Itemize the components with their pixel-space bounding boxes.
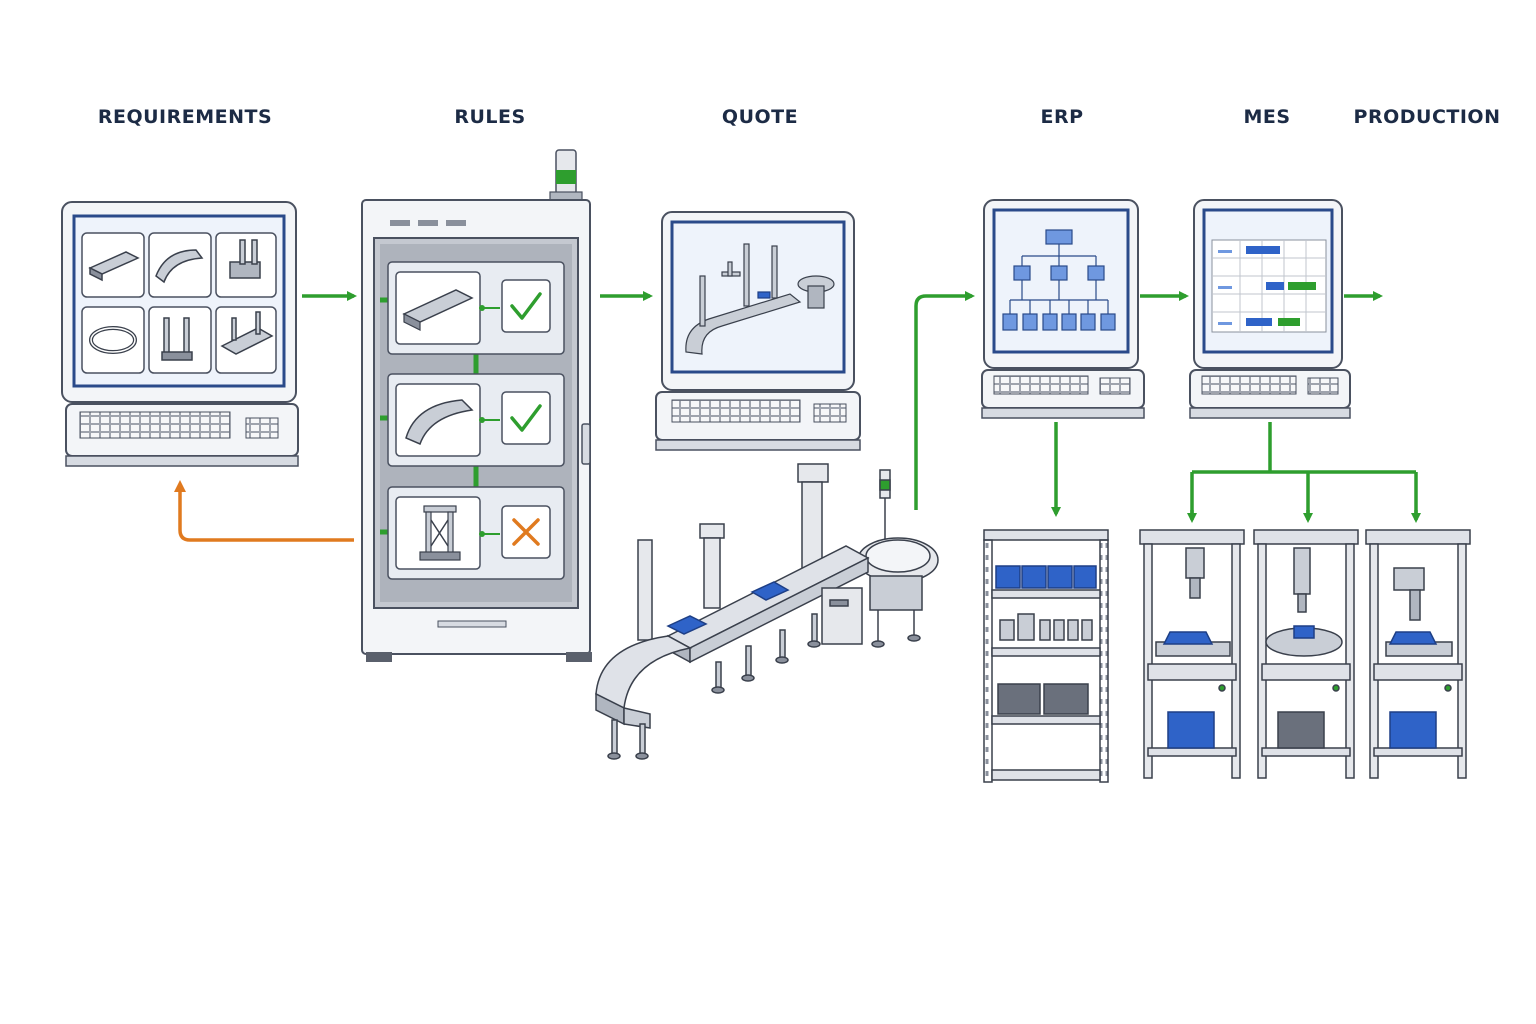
org-tree <box>1002 229 1116 331</box>
rules-cabinet <box>361 149 592 662</box>
check-icon <box>510 404 542 432</box>
arrow-feedback-to-requirements <box>174 480 354 542</box>
cross-icon <box>512 518 540 546</box>
stage-label-requirements: REQUIREMENTS <box>97 106 273 128</box>
flow-arrows <box>302 291 1421 523</box>
schedule-grid <box>1211 239 1327 333</box>
stage-label-production: PRODUCTION <box>1353 106 1501 128</box>
production-cell-2 <box>1253 529 1359 779</box>
warehouse-shelf <box>983 529 1109 783</box>
stage-label-mes: MES <box>1243 106 1291 128</box>
rule-row-support-frame <box>387 486 565 580</box>
stage-label-quote: QUOTE <box>721 106 799 128</box>
production-cell-1 <box>1139 529 1245 779</box>
arrow-line-to-erp <box>914 291 975 510</box>
production-cell-3 <box>1365 529 1471 779</box>
rule-row-curved-conveyor <box>387 373 565 467</box>
stage-label-erp: ERP <box>1040 106 1084 128</box>
quote-terminal <box>655 211 861 451</box>
requirements-terminal <box>61 201 299 467</box>
check-icon <box>510 292 542 320</box>
mes-terminal <box>1189 199 1351 419</box>
arrow-mes-to-cells <box>1190 422 1418 518</box>
erp-terminal <box>981 199 1145 419</box>
rule-row-straight-conveyor <box>387 261 565 355</box>
stage-label-rules: RULES <box>454 106 526 128</box>
conveyor-line <box>595 463 939 760</box>
